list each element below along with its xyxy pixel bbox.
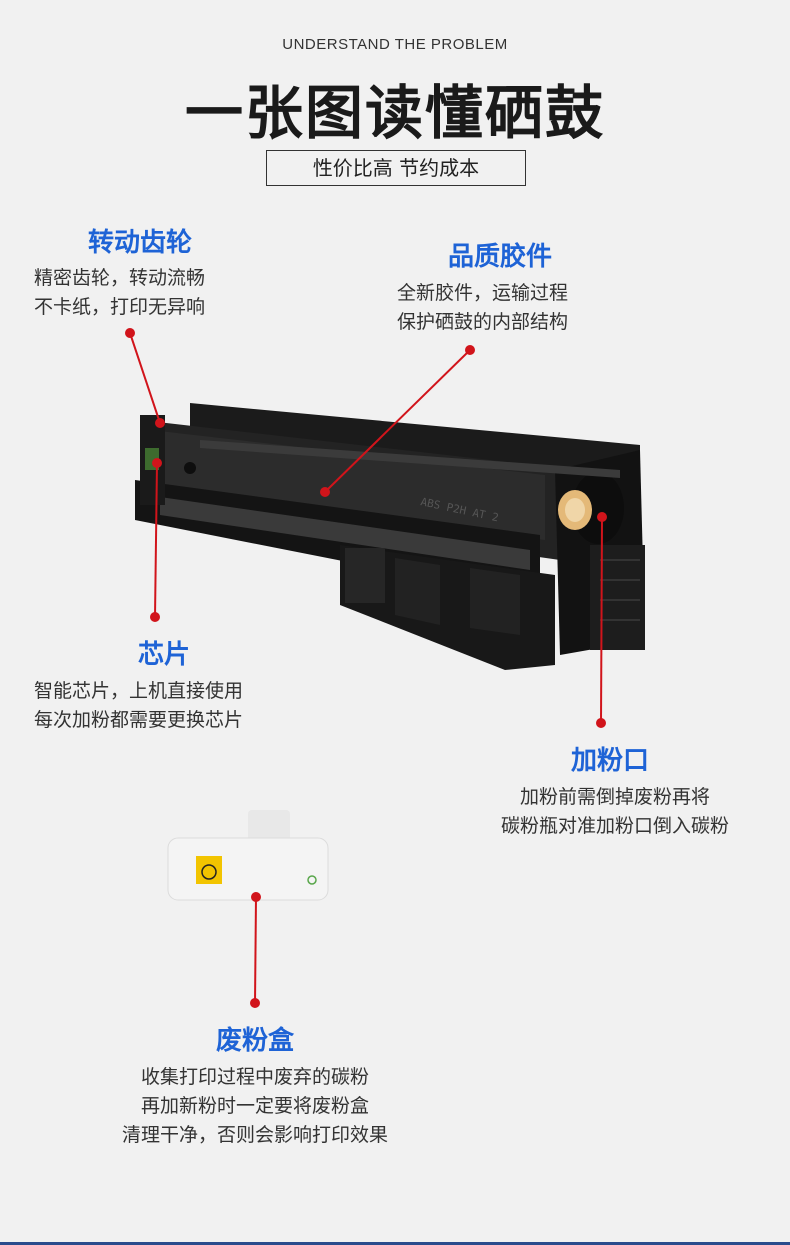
- gear-desc-line: 精密齿轮，转动流畅: [34, 267, 206, 289]
- gear-title: 转动齿轮: [87, 228, 192, 258]
- rubber-desc-line: 全新胶件，运输过程: [397, 282, 569, 304]
- port-desc-line: 碳粉瓶对准加粉口倒入碳粉: [500, 815, 729, 837]
- waste-description: 收集打印过程中废弃的碳粉 再加新粉时一定要将废粉盒 清理干净，否则会影响打印效果: [60, 1063, 450, 1150]
- port-title: 加粉口: [570, 746, 649, 776]
- waste-toner-box: [167, 810, 329, 901]
- subtitle-en: UNDERSTAND THE PROBLEM: [282, 36, 508, 53]
- rubber-desc-line: 保护硒鼓的内部结构: [397, 311, 569, 333]
- bottom-divider: [0, 1242, 790, 1245]
- chip-desc-line: 每次加粉都需要更换芯片: [34, 709, 244, 731]
- port-description: 加粉前需倒掉废粉再将 碳粉瓶对准加粉口倒入碳粉: [460, 783, 770, 841]
- chip-title: 芯片: [137, 640, 190, 670]
- tagline-box: 性价比高 节约成本: [266, 150, 526, 186]
- waste-desc-line: 再加新粉时一定要将废粉盒: [140, 1095, 369, 1117]
- gear-description: 精密齿轮，转动流畅 不卡纸，打印无异响: [34, 264, 274, 322]
- rubber-description: 全新胶件，运输过程 保护硒鼓的内部结构: [397, 279, 657, 337]
- chip-desc-line: 智能芯片，上机直接使用: [34, 680, 244, 702]
- port-desc-line: 加粉前需倒掉废粉再将: [519, 786, 710, 808]
- recycle-icon: [307, 875, 317, 885]
- waste-desc-line: 收集打印过程中废弃的碳粉: [140, 1066, 369, 1088]
- rubber-title: 品质胶件: [447, 242, 552, 272]
- pointer-lines: [125, 328, 607, 1008]
- toner-cartridge: ABS P2H AT 2: [135, 403, 645, 670]
- waste-desc-line: 清理干净，否则会影响打印效果: [121, 1124, 388, 1146]
- warning-label-icon: [196, 856, 222, 884]
- gear-desc-line: 不卡纸，打印无异响: [34, 296, 206, 318]
- waste-title: 废粉盒: [215, 1026, 294, 1056]
- page-title: 一张图读懂硒鼓: [184, 79, 605, 147]
- chip-description: 智能芯片，上机直接使用 每次加粉都需要更换芯片: [34, 677, 334, 735]
